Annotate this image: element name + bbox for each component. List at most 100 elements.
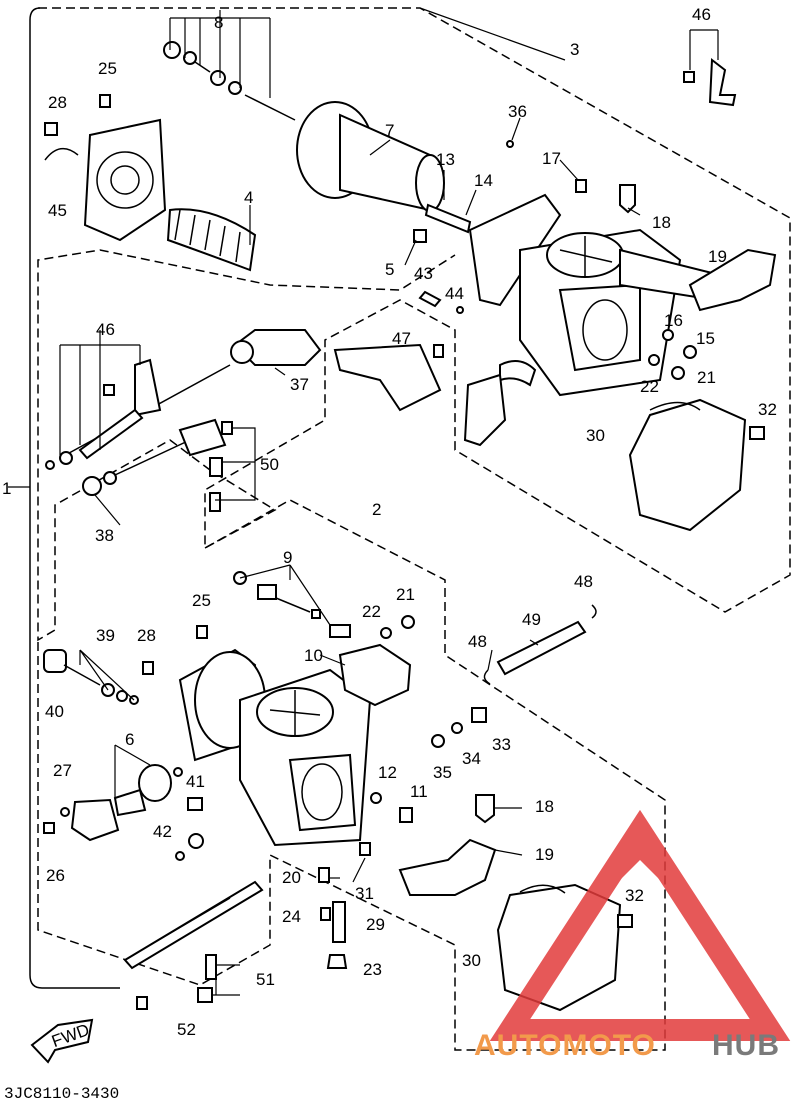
screw-21-upper-part	[671, 366, 685, 380]
callout-29: 29	[366, 915, 385, 934]
washer-46-part	[59, 451, 73, 465]
clip-45-part	[44, 147, 79, 161]
callout-30-lower: 30	[462, 951, 481, 970]
screw-51a-part	[205, 954, 217, 980]
callout-46-lower: 46	[96, 320, 115, 339]
lever-46-upper-part	[708, 58, 737, 107]
callout-25-lower: 25	[192, 591, 211, 610]
oring-41-part	[173, 767, 183, 777]
assembly-1-bracket	[29, 7, 120, 989]
triangle-logo-icon	[489, 809, 791, 1041]
callout-41: 41	[186, 772, 205, 791]
plate-47-part	[333, 343, 442, 412]
watermark-text-auto: AUTOMOTO	[474, 1029, 656, 1062]
callout-33: 33	[492, 735, 511, 754]
washer-50-part	[103, 471, 117, 485]
callout-42: 42	[153, 822, 172, 841]
callout-19-upper: 19	[708, 247, 727, 266]
screw-47-part	[433, 344, 444, 358]
callout-13: 13	[436, 150, 455, 169]
callout-50: 50	[260, 455, 279, 474]
screw-51b-part	[197, 987, 213, 1003]
washer-39b-part	[116, 690, 128, 702]
clip-44-part	[456, 306, 464, 314]
shaft-50-part	[114, 439, 191, 476]
screw-33-part	[471, 707, 487, 723]
spring-43-part	[418, 290, 442, 308]
screw-31-part	[359, 842, 371, 856]
callout-32-lower: 32	[625, 886, 644, 905]
needle-kit-8-part	[163, 41, 296, 121]
screws-50-part	[209, 421, 233, 512]
callout-22-lower: 22	[362, 602, 381, 621]
jet-20-part	[318, 867, 330, 883]
assembly-boundaries	[8, 7, 791, 1051]
callout-31: 31	[355, 884, 374, 903]
clip-48-upper-part	[591, 604, 597, 619]
bracket-10-part	[338, 643, 412, 707]
callout-47: 47	[392, 329, 411, 348]
washer-35-part	[431, 734, 445, 748]
triangle-peak-icon	[600, 840, 680, 880]
clip-48-lower-part	[483, 669, 491, 685]
callout-27: 27	[53, 761, 72, 780]
forward-arrow: FWD	[30, 1018, 94, 1064]
callout-52: 52	[177, 1020, 196, 1039]
callout-10: 10	[304, 646, 323, 665]
fwd-arrow-icon	[30, 1018, 94, 1064]
callout-20: 20	[282, 868, 301, 887]
main-jet-23-part	[326, 954, 348, 969]
callout-21-lower: 21	[396, 585, 415, 604]
spring-upper-part	[499, 360, 537, 387]
callout-39: 39	[96, 626, 115, 645]
link-plate-part	[123, 880, 264, 970]
oring-27-part	[60, 807, 70, 817]
callout-40: 40	[45, 702, 64, 721]
float-bowl-30-tube	[649, 401, 701, 411]
callout-1: 1	[2, 479, 11, 498]
top-cover-inner	[110, 165, 140, 195]
screw-26-part	[43, 822, 55, 834]
screw-28-lower-part	[142, 661, 154, 675]
callout-2: 2	[372, 500, 381, 519]
callout-30-upper: 30	[586, 426, 605, 445]
needle-14-part	[424, 203, 472, 234]
callout-4: 4	[244, 188, 253, 207]
washer-12-part	[370, 792, 382, 804]
callout-18-lower: 18	[535, 797, 554, 816]
callout-11: 11	[410, 782, 428, 801]
callout-15: 15	[696, 329, 715, 348]
link-plate-slot	[149, 897, 231, 946]
callout-19-lower: 19	[535, 845, 554, 864]
callout-9: 9	[283, 548, 292, 567]
screw-17-part	[575, 179, 587, 193]
callout-23: 23	[363, 960, 382, 979]
callout-24: 24	[282, 907, 301, 926]
screw-11-part	[399, 807, 413, 823]
washer-22-upper-part	[648, 354, 660, 366]
top-cover-part	[83, 118, 167, 242]
screw-42-part	[187, 797, 203, 811]
callout-49: 49	[522, 610, 541, 629]
bracket-19-upper-part	[688, 248, 777, 312]
cap-38-part	[82, 476, 102, 496]
upper-carburetor-assembly	[44, 41, 777, 532]
float-bowl-30-upper-part	[628, 398, 747, 532]
washer-42-part	[188, 833, 204, 849]
washer-34-part	[451, 722, 463, 734]
spring-4-part	[166, 208, 257, 272]
screw-46-upper-part	[683, 71, 695, 83]
callout-48-lower: 48	[468, 632, 487, 651]
callout-32-upper: 32	[758, 400, 777, 419]
screw-28-part	[44, 122, 58, 136]
carb-body-lower-part	[178, 648, 372, 847]
watermark-logo	[489, 809, 791, 1041]
cap-40-part	[43, 649, 67, 673]
callout-6: 6	[125, 730, 134, 749]
callout-45: 45	[48, 201, 67, 220]
callout-44: 44	[445, 284, 464, 303]
emulsion-tube-29-part	[332, 901, 346, 943]
washer-16-part	[662, 329, 674, 341]
screw-32-upper-part	[749, 426, 765, 440]
callout-28-lower: 28	[137, 626, 156, 645]
